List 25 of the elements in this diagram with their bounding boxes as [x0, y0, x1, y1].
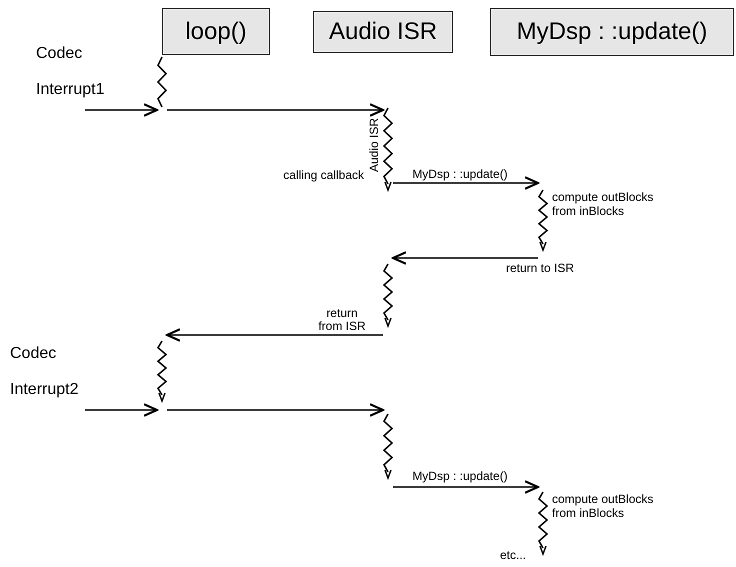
- wavy-activation-line: [383, 414, 393, 478]
- wavy-activation-line: [157, 57, 167, 107]
- interrupt-label: Codec Interrupt1: [36, 44, 106, 100]
- interrupt-label: Codec Interrupt2: [10, 344, 80, 400]
- wavy-activation-line: [538, 190, 548, 250]
- arrow: [392, 251, 538, 265]
- wavy-activation-line: [538, 492, 548, 554]
- arrow: [167, 103, 384, 117]
- annotation-text: calling callback: [282, 168, 364, 182]
- arrow: [166, 328, 383, 342]
- wavy-activation-line: [157, 341, 167, 401]
- annotation-text: etc...: [500, 548, 528, 562]
- arrow: [85, 103, 158, 117]
- lifeline-header: MyDsp : :update(): [490, 8, 734, 56]
- arrow: [167, 403, 384, 417]
- annotation-text: compute outBlocks from inBlocks: [552, 190, 654, 218]
- arrow: [393, 176, 540, 190]
- wavy-activation-line: [383, 108, 393, 190]
- annotation-text: compute outBlocks from inBlocks: [552, 492, 654, 520]
- lifeline-header: loop(): [162, 8, 270, 55]
- arrow: [393, 480, 540, 494]
- wavy-activation-line: [383, 264, 393, 326]
- annotation-text: Audio ISR: [367, 117, 381, 173]
- lifeline-header: Audio ISR: [313, 11, 453, 53]
- arrow: [85, 403, 158, 417]
